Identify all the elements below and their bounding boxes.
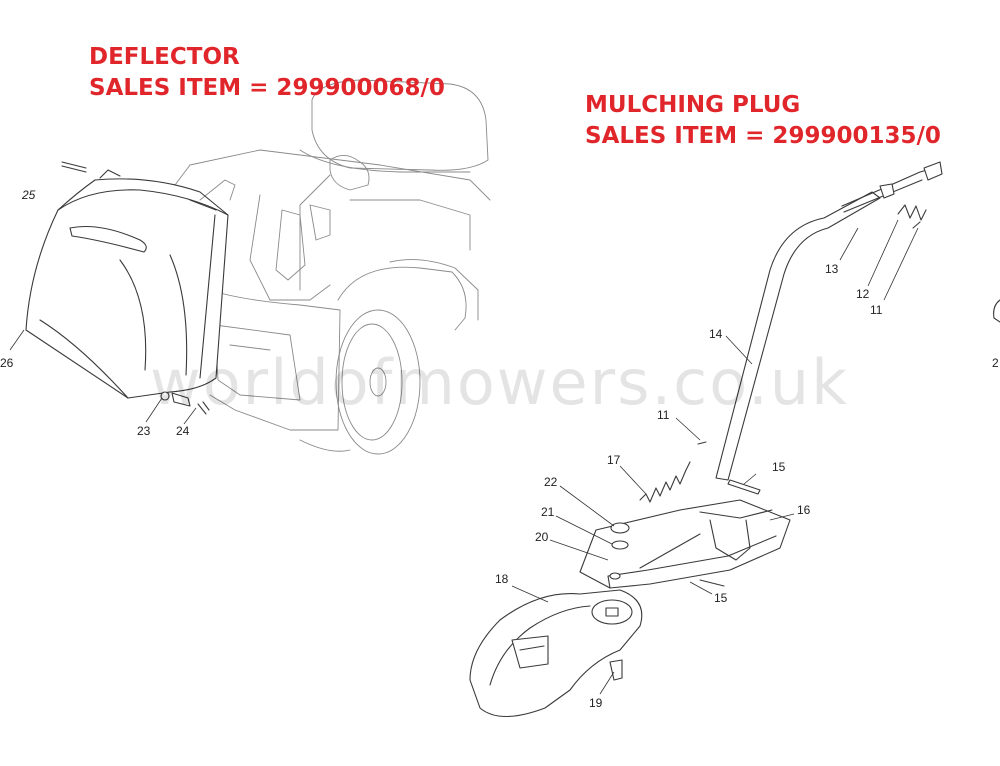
callout-14: 14 (709, 327, 723, 341)
callout-26: 26 (0, 356, 14, 370)
mower-body-outline (174, 79, 491, 455)
callout-20: 20 (535, 530, 549, 544)
deflector-rod (61, 161, 87, 173)
mulching-lever-rod (715, 161, 943, 481)
deflector-title: DEFLECTOR (89, 44, 240, 70)
callout-15-rod: 15 (772, 460, 786, 474)
callout-23: 23 (137, 424, 151, 438)
mulching-pin-15a (727, 479, 761, 495)
mulching-plug-plate (469, 589, 643, 717)
callout-13: 13 (825, 262, 839, 276)
mulching-plug-title: MULCHING PLUG (585, 92, 801, 118)
callout-19: 19 (589, 696, 603, 710)
callout-17: 17 (607, 453, 621, 467)
callout-12: 12 (856, 287, 870, 301)
mulching-lever-bracket (579, 499, 791, 589)
mulching-plug-sales-item: SALES ITEM = 299900135/0 (585, 123, 941, 149)
callout-22: 22 (544, 475, 558, 489)
callout-21: 21 (541, 505, 555, 519)
callout-24: 24 (176, 424, 190, 438)
watermark: worldofmowers.co.uk (150, 346, 849, 419)
mulching-spring-clip (897, 204, 927, 229)
callout-11-top: 11 (870, 303, 883, 317)
deflector-sales-item: SALES ITEM = 299900068/0 (89, 75, 445, 101)
leader-lines (9, 219, 919, 695)
callout-16: 16 (797, 503, 811, 517)
deflector-cover (25, 169, 229, 399)
callout-2-edge: 2 (992, 356, 999, 370)
deflector-pin-and-clip (160, 391, 210, 415)
callout-11-lower: 11 (657, 408, 670, 422)
callout-15-bracket: 15 (714, 591, 728, 605)
mulching-spring (639, 441, 707, 503)
callout-25: 25 (22, 188, 36, 202)
callout-18: 18 (495, 572, 509, 586)
